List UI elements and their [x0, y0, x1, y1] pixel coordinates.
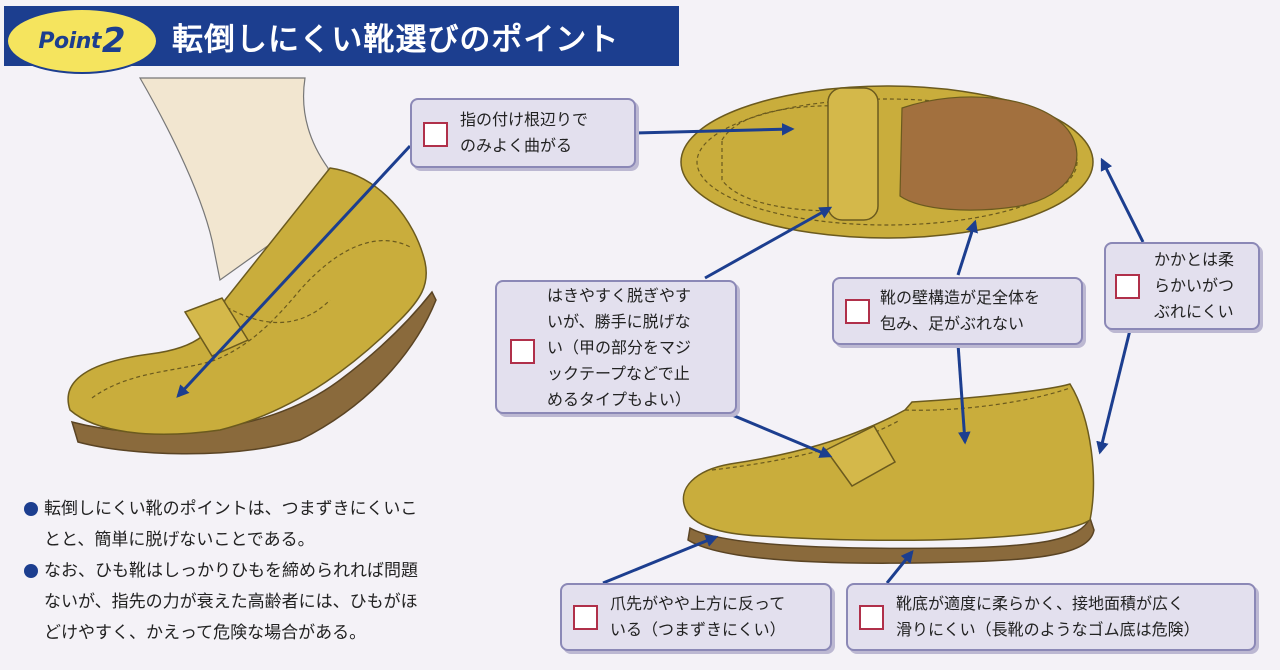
callout-sole: 靴底が適度に柔らかく、接地面積が広く 滑りにくい（長靴のようなゴム底は危険）	[846, 583, 1256, 651]
callout-line: ぶれにくい	[1154, 302, 1234, 321]
page-title: 転倒しにくい靴選びのポイント	[172, 22, 620, 58]
callout-line: 靴底が適度に柔らかく、接地面積が広く	[896, 594, 1185, 613]
checkbox-icon	[510, 339, 535, 364]
callout-easy-on: はきやすく脱ぎやす いが、勝手に脱げな い（甲の部分をマジ ックテープなどで止 …	[495, 280, 737, 414]
note-item: 転倒しにくい靴のポイントは、つまずきにくいこ とと、簡単に脱げないことである。	[24, 494, 544, 556]
callout-line: 靴の壁構造が足全体を	[880, 288, 1041, 307]
arrow-icon	[632, 122, 795, 136]
arrow-icon	[602, 534, 719, 585]
pointer-arrows	[176, 122, 1145, 585]
callout-line: はきやすく脱ぎやす	[547, 286, 692, 305]
checkbox-icon	[845, 299, 870, 324]
left-shoe-illustration	[67, 77, 437, 455]
point-badge-number: 2	[101, 21, 126, 61]
arrow-icon	[1100, 157, 1145, 243]
callout-line: いる（つまずきにくい）	[610, 620, 786, 639]
callout-line: 包み、足がぶれない	[880, 314, 1025, 333]
callout-toe-up: 爪先がやや上方に反って いる（つまずきにくい）	[560, 583, 832, 651]
callout-line: めるタイプもよい）	[547, 390, 692, 409]
callout-line: らかいがつ	[1154, 276, 1235, 295]
arrow-icon	[704, 206, 833, 280]
note-line: どけやすく、かえって危険な場合がある。	[44, 623, 367, 643]
callout-line: かかとは柔	[1154, 250, 1235, 269]
callout-line: いが、勝手に脱げな	[547, 312, 691, 331]
callout-line: 滑りにくい（長靴のようなゴム底は危険）	[896, 620, 1200, 639]
note-line: とと、簡単に脱げないことである。	[44, 530, 315, 550]
callout-line: 指の付け根辺りで	[460, 110, 589, 129]
checkbox-icon	[573, 605, 598, 630]
checkbox-icon	[1115, 274, 1140, 299]
notes: 転倒しにくい靴のポイントは、つまずきにくいこ とと、簡単に脱げないことである。 …	[24, 494, 544, 649]
callout-heel: かかとは柔 らかいがつ ぶれにくい	[1104, 242, 1260, 330]
checkbox-icon	[859, 605, 884, 630]
arrow-icon	[885, 550, 914, 584]
arrow-icon	[176, 144, 412, 398]
arrow-icon	[956, 343, 971, 445]
callout-line: ックテープなどで止	[547, 364, 690, 383]
arrow-icon	[724, 410, 833, 458]
checkbox-icon	[423, 122, 448, 147]
note-line: ないが、指先の力が衰えた高齢者には、ひもがほ	[44, 592, 418, 612]
top-view-shoe-illustration	[680, 85, 1094, 239]
arrow-icon	[956, 219, 978, 276]
arrow-icon	[1096, 329, 1132, 455]
callout-wall: 靴の壁構造が足全体を 包み、足がぶれない	[832, 277, 1083, 345]
note-line: 転倒しにくい靴のポイントは、つまずきにくいこ	[44, 499, 418, 519]
side-view-shoe-illustration	[682, 383, 1095, 564]
note-item: なお、ひも靴はしっかりひもを締められれば問題 ないが、指先の力が衰えた高齢者には…	[24, 556, 544, 649]
point-badge-word: Point	[38, 28, 101, 54]
callout-line: のみよく曲がる	[460, 136, 573, 155]
callout-line: 爪先がやや上方に反って	[610, 594, 786, 613]
bullet-icon	[24, 502, 38, 516]
bullet-icon	[24, 564, 38, 578]
note-line: なお、ひも靴はしっかりひもを締められれば問題	[44, 561, 418, 581]
callout-line: い（甲の部分をマジ	[547, 338, 692, 357]
callout-toe-flex: 指の付け根辺りで のみよく曲がる	[410, 98, 636, 168]
